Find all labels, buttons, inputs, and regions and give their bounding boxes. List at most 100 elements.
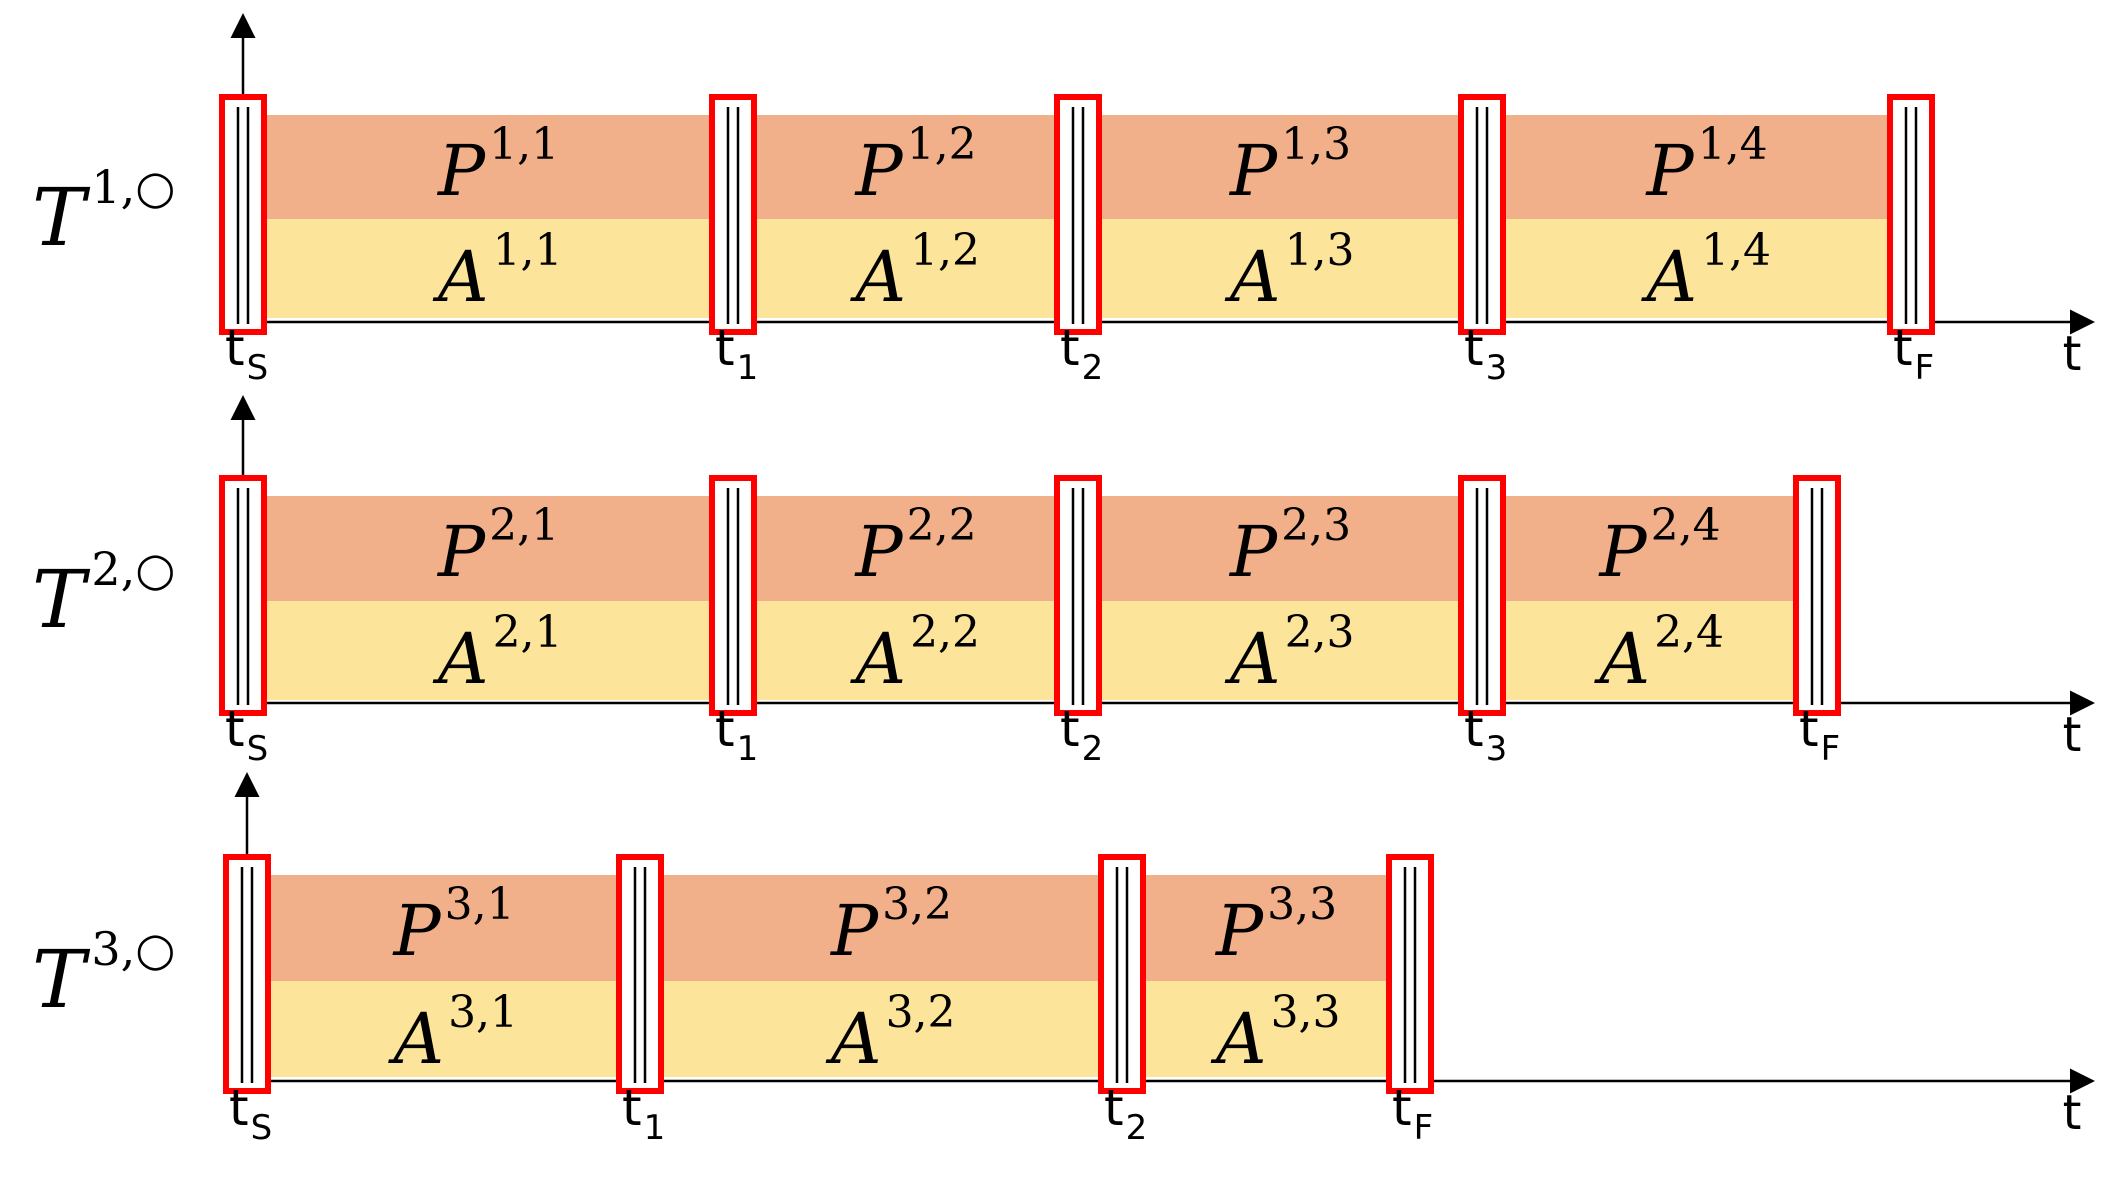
segment-a-label: A1,2 <box>850 225 981 318</box>
tick-label-main: t <box>715 319 735 377</box>
tick-label-main: t <box>1060 700 1080 758</box>
row-label-base: T <box>32 933 91 1026</box>
boundary-marker <box>1458 475 1506 716</box>
tick-label-main: t <box>229 1079 249 1137</box>
a-band <box>247 981 1410 1077</box>
tick-label: tF <box>1799 700 1840 769</box>
axis-label-t: t <box>2063 707 2082 763</box>
segment-p-sup: 1,2 <box>907 119 977 170</box>
tick-label-main: t <box>225 700 245 758</box>
tick-label-sub: F <box>1821 729 1841 769</box>
segment-a-base: A <box>432 618 489 700</box>
segment-a-sup: 1,3 <box>1285 225 1355 276</box>
p-band <box>243 496 1817 601</box>
segment-a-sup: 2,3 <box>1285 607 1355 658</box>
segment-a-sup: 1,2 <box>910 225 980 276</box>
tick-label-sub: 1 <box>644 1108 666 1148</box>
segment-a-base: A <box>850 236 907 318</box>
segment-p-label: P1,3 <box>1228 119 1351 212</box>
segment-p-base: P <box>436 511 487 593</box>
segment-p-sup: 1,3 <box>1281 119 1351 170</box>
segment-p-sup: 3,3 <box>1267 879 1337 930</box>
segment-p-label: P3,3 <box>1214 879 1337 972</box>
boundary-marker <box>1887 94 1935 335</box>
tick-label-main: t <box>715 700 735 758</box>
tick-label: tF <box>1893 319 1934 388</box>
segment-p-base: P <box>1228 130 1279 212</box>
segment-a-sup: 3,3 <box>1271 987 1341 1038</box>
segment-p-base: P <box>1228 511 1279 593</box>
segment-a-sup: 3,2 <box>886 987 956 1038</box>
segment-p-sup: 1,4 <box>1698 119 1768 170</box>
boundary-marker <box>1098 854 1146 1094</box>
segment-a-sup: 2,4 <box>1654 607 1724 658</box>
boundary-marker <box>1793 475 1841 716</box>
segment-p-label: P2,4 <box>1598 500 1721 593</box>
segment-p-base: P <box>436 130 487 212</box>
tick-label-sub: 2 <box>1126 1108 1148 1148</box>
segment-p-label: P3,2 <box>829 879 952 972</box>
tick-label-main: t <box>1464 319 1484 377</box>
tick-label-main: t <box>1060 319 1080 377</box>
segment-a-label: A3,2 <box>825 987 956 1080</box>
boundary-marker <box>1386 854 1434 1094</box>
segment-a-base: A <box>1594 618 1651 700</box>
tick-label: t2 <box>1060 319 1103 388</box>
tick-label-main: t <box>1464 700 1484 758</box>
tick-label-main: t <box>1893 319 1913 377</box>
tick-label-main: t <box>225 319 245 377</box>
tick-label-main: t <box>1104 1079 1124 1137</box>
segment-p-label: P3,1 <box>392 879 515 972</box>
segment-p-sup: 3,2 <box>882 879 952 930</box>
boundary-marker <box>219 475 267 716</box>
tick-label-main: t <box>1799 700 1819 758</box>
segment-a-sup: 2,2 <box>910 607 980 658</box>
boundary-marker <box>223 854 271 1094</box>
segment-p-base: P <box>1598 511 1649 593</box>
tick-label-sub: F <box>1414 1108 1434 1148</box>
segment-a-sup: 2,1 <box>493 607 563 658</box>
segment-a-base: A <box>850 618 907 700</box>
segment-a-sup: 1,1 <box>493 225 563 276</box>
segment-a-base: A <box>1224 236 1281 318</box>
tick-label: t2 <box>1060 700 1103 769</box>
tick-label-sub: F <box>1915 348 1935 388</box>
segment-p-label: P2,2 <box>854 500 977 593</box>
segment-p-base: P <box>392 890 443 972</box>
boundary-marker <box>1054 475 1102 716</box>
segment-a-base: A <box>1224 618 1281 700</box>
segment-a-base: A <box>388 998 445 1080</box>
tick-label: tS <box>225 319 268 388</box>
segment-p-base: P <box>854 511 905 593</box>
tick-label-sub: 1 <box>737 729 759 769</box>
segment-p-label: P1,2 <box>854 119 977 212</box>
segment-a-label: A2,4 <box>1594 607 1725 700</box>
a-band <box>243 601 1817 700</box>
tick-label: t1 <box>715 319 758 388</box>
segment-a-sup: 1,4 <box>1701 225 1771 276</box>
tick-label: t2 <box>1104 1079 1147 1148</box>
tick-label-sub: 2 <box>1082 729 1104 769</box>
tick-label-sub: 3 <box>1486 729 1508 769</box>
tick-label: t3 <box>1464 700 1507 769</box>
tick-label: tS <box>225 700 268 769</box>
segment-p-sup: 1,1 <box>489 119 559 170</box>
boundary-marker <box>709 94 757 335</box>
tick-label: tS <box>229 1079 272 1148</box>
segment-p-sup: 2,3 <box>1281 500 1351 551</box>
axis-label-t: t <box>2063 1085 2082 1141</box>
boundary-marker <box>616 854 664 1094</box>
axis-label-t: t <box>2063 326 2082 382</box>
segment-p-sup: 2,2 <box>907 500 977 551</box>
segment-a-base: A <box>825 998 882 1080</box>
segment-a-label: A1,3 <box>1224 225 1355 318</box>
segment-p-label: P1,1 <box>436 119 559 212</box>
boundary-marker <box>709 475 757 716</box>
segment-p-label: P1,4 <box>1645 119 1768 212</box>
segment-a-label: A3,1 <box>388 987 519 1080</box>
